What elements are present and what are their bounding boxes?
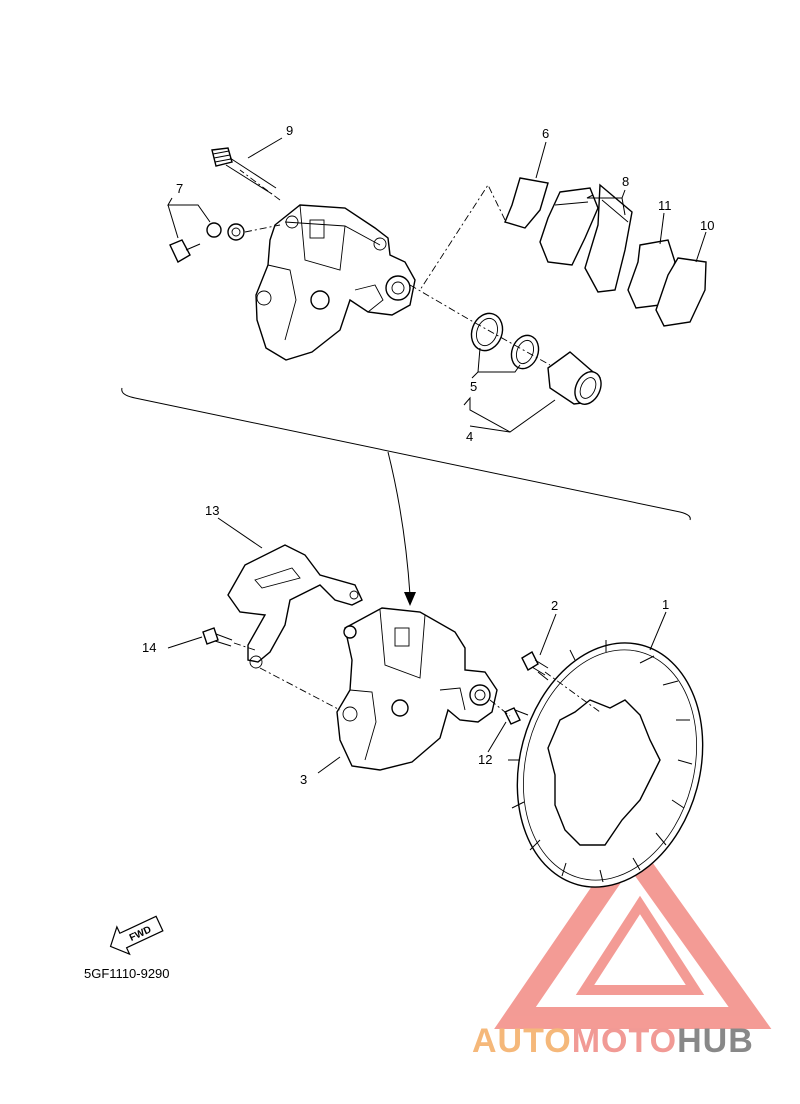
callout-3: 3 xyxy=(300,772,307,787)
pad-shim-outer xyxy=(655,257,707,327)
caliper-piston xyxy=(547,351,602,405)
brake-pad-kit xyxy=(539,183,633,293)
callout-6: 6 xyxy=(542,126,549,141)
disc-bolt xyxy=(521,651,549,676)
leader-lines xyxy=(167,137,707,774)
watermark-moto: MOTO xyxy=(572,1022,677,1060)
callout-labels: 9 7 6 8 11 10 5 4 13 14 3 12 2 1 xyxy=(142,123,714,787)
callout-10: 10 xyxy=(700,218,714,233)
callout-4: 4 xyxy=(466,429,473,444)
upper-caliper-assembly xyxy=(169,147,707,405)
pin-bolt xyxy=(211,147,277,195)
callout-2: 2 xyxy=(551,598,558,613)
callout-8: 8 xyxy=(622,174,629,189)
watermark-text: AUTOMOTOHUB xyxy=(472,1022,754,1060)
callout-1: 1 xyxy=(662,597,669,612)
watermark-auto: AUTO xyxy=(472,1022,572,1060)
callout-7: 7 xyxy=(176,181,183,196)
lower-assembly xyxy=(202,544,704,888)
fwd-arrow-icon: FWD xyxy=(109,915,164,956)
piston-seal-kit xyxy=(470,312,540,370)
bracket-bolt xyxy=(202,627,233,647)
watermark-logo xyxy=(494,830,772,1029)
group-separator xyxy=(121,387,691,521)
callout-9: 9 xyxy=(286,123,293,138)
callout-11: 11 xyxy=(658,198,672,213)
bleed-screw-set xyxy=(169,222,245,263)
caliper-pin xyxy=(504,707,521,725)
caliper-bracket xyxy=(227,544,363,663)
callout-12: 12 xyxy=(478,752,492,767)
callout-5: 5 xyxy=(470,379,477,394)
assembly-arrow xyxy=(387,451,416,606)
caliper-assembly xyxy=(336,607,498,771)
callout-14: 14 xyxy=(142,640,156,655)
brake-disc xyxy=(508,640,704,888)
callout-13: 13 xyxy=(205,503,219,518)
watermark-hub: HUB xyxy=(677,1022,754,1060)
pad-clip xyxy=(504,177,549,229)
diagram-code: 5GF1110-9290 xyxy=(84,966,170,981)
